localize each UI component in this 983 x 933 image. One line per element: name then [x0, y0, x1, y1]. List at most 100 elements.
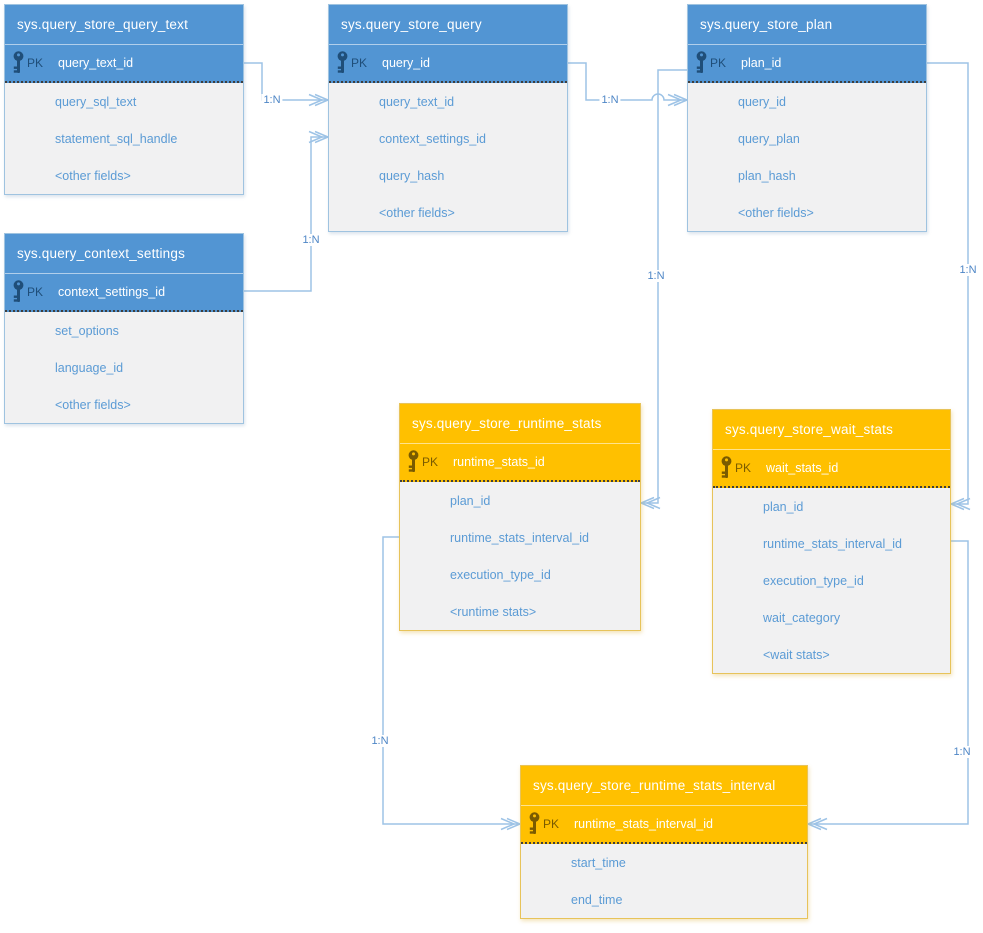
field-name: <other fields>	[379, 205, 455, 220]
key-icon	[408, 450, 419, 472]
field-row: <runtime stats>	[400, 593, 640, 630]
field-row: plan_hash	[688, 157, 926, 194]
field-name: query_hash	[379, 168, 445, 183]
key-icon	[721, 456, 732, 478]
connector-context-settings-to-query	[244, 130, 330, 292]
table-query-store-wait-stats[interactable]: sys.query_store_wait_stats PK wait_stats…	[712, 409, 951, 674]
pk-badge: PK	[351, 56, 368, 70]
field-row: <wait stats>	[713, 636, 950, 673]
field-row: context_settings_id	[329, 120, 567, 157]
many-arrow-icon	[806, 817, 828, 831]
field-list: start_time end_time	[521, 844, 807, 918]
pk-field-name: wait_stats_id	[766, 461, 839, 475]
table-title-bar: sys.query_context_settings	[5, 234, 243, 274]
key-icon	[696, 51, 707, 73]
table-title: sys.query_store_runtime_stats_interval	[533, 778, 776, 793]
table-title-bar: sys.query_store_wait_stats	[713, 410, 950, 450]
field-name: plan_id	[763, 499, 804, 514]
pk-badge: PK	[422, 455, 439, 469]
field-name: plan_hash	[738, 168, 796, 183]
cardinality-label: 1:N	[369, 735, 391, 747]
field-name: <other fields>	[55, 168, 131, 183]
table-query-store-query[interactable]: sys.query_store_query PK query_id query_…	[328, 4, 568, 232]
pk-field-name: query_text_id	[58, 56, 134, 70]
pk-field-name: runtime_stats_id	[453, 455, 545, 469]
table-title: sys.query_context_settings	[17, 246, 186, 261]
field-name: execution_type_id	[763, 573, 864, 588]
field-row: execution_type_id	[400, 556, 640, 593]
field-row: <other fields>	[329, 194, 567, 231]
field-name: query_id	[738, 94, 786, 109]
cardinality-label: 1:N	[645, 270, 667, 282]
cardinality-label: 1:N	[951, 746, 973, 758]
field-row: query_hash	[329, 157, 567, 194]
table-title-bar: sys.query_store_runtime_stats_interval	[521, 766, 807, 806]
table-title: sys.query_store_plan	[700, 17, 833, 32]
table-query-store-query-text[interactable]: sys.query_store_query_text PK query_text…	[4, 4, 244, 195]
table-query-store-runtime-stats[interactable]: sys.query_store_runtime_stats PK runtime…	[399, 403, 641, 631]
pk-row: PK wait_stats_id	[713, 450, 950, 488]
field-row: language_id	[5, 349, 243, 386]
pk-row: PK query_id	[329, 45, 567, 83]
pk-field-name: plan_id	[741, 56, 782, 70]
field-row: start_time	[521, 844, 807, 881]
many-arrow-icon	[949, 497, 971, 511]
table-title: sys.query_store_query_text	[17, 17, 189, 32]
field-name: runtime_stats_interval_id	[763, 536, 902, 551]
field-row: query_plan	[688, 120, 926, 157]
field-row: statement_sql_handle	[5, 120, 243, 157]
field-row: plan_id	[713, 488, 950, 525]
field-list: plan_id runtime_stats_interval_id execut…	[400, 482, 640, 630]
pk-badge: PK	[710, 56, 727, 70]
field-row: <other fields>	[5, 386, 243, 423]
field-name: query_plan	[738, 131, 800, 146]
table-query-store-plan[interactable]: sys.query_store_plan PK plan_id query_id…	[687, 4, 927, 232]
connector-wait-stats-to-interval	[806, 540, 969, 831]
table-title: sys.query_store_wait_stats	[725, 422, 894, 437]
field-name: wait_category	[763, 610, 841, 625]
pk-row: PK plan_id	[688, 45, 926, 83]
key-icon	[529, 812, 540, 834]
field-row: query_text_id	[329, 83, 567, 120]
pk-field-name: runtime_stats_interval_id	[574, 817, 713, 831]
pk-badge: PK	[735, 461, 752, 475]
field-list: query_text_id context_settings_id query_…	[329, 83, 567, 231]
field-row: query_id	[688, 83, 926, 120]
field-name: set_options	[55, 323, 119, 338]
connector-plan-to-runtime-stats	[639, 69, 687, 510]
field-name: plan_id	[450, 493, 491, 508]
table-title: sys.query_store_runtime_stats	[412, 416, 602, 431]
connector-query-text-to-query	[244, 62, 330, 107]
many-arrow-icon	[639, 496, 661, 510]
field-name: language_id	[55, 360, 124, 375]
table-query-context-settings[interactable]: sys.query_context_settings PK context_se…	[4, 233, 244, 424]
pk-row: PK runtime_stats_id	[400, 444, 640, 482]
field-name: context_settings_id	[379, 131, 487, 146]
cardinality-label: 1:N	[957, 264, 979, 276]
field-name: start_time	[571, 855, 626, 870]
field-row: <other fields>	[5, 157, 243, 194]
field-name: runtime_stats_interval_id	[450, 530, 589, 545]
table-query-store-runtime-stats-interval[interactable]: sys.query_store_runtime_stats_interval P…	[520, 765, 808, 919]
pk-field-name: context_settings_id	[58, 285, 166, 299]
field-row: <other fields>	[688, 194, 926, 231]
table-title-bar: sys.query_store_query_text	[5, 5, 243, 45]
table-title-bar: sys.query_store_plan	[688, 5, 926, 45]
field-row: end_time	[521, 881, 807, 918]
field-list: set_options language_id <other fields>	[5, 312, 243, 423]
field-name: <wait stats>	[763, 647, 830, 662]
field-name: execution_type_id	[450, 567, 551, 582]
field-name: end_time	[571, 892, 623, 907]
pk-row: PK runtime_stats_interval_id	[521, 806, 807, 844]
cardinality-label: 1:N	[300, 234, 322, 246]
table-title: sys.query_store_query	[341, 17, 482, 32]
cardinality-label: 1:N	[599, 94, 621, 106]
key-icon	[337, 51, 348, 73]
pk-row: PK query_text_id	[5, 45, 243, 83]
connector-plan-to-wait-stats	[927, 62, 971, 511]
field-row: wait_category	[713, 599, 950, 636]
table-title-bar: sys.query_store_query	[329, 5, 567, 45]
field-list: query_id query_plan plan_hash <other fie…	[688, 83, 926, 231]
